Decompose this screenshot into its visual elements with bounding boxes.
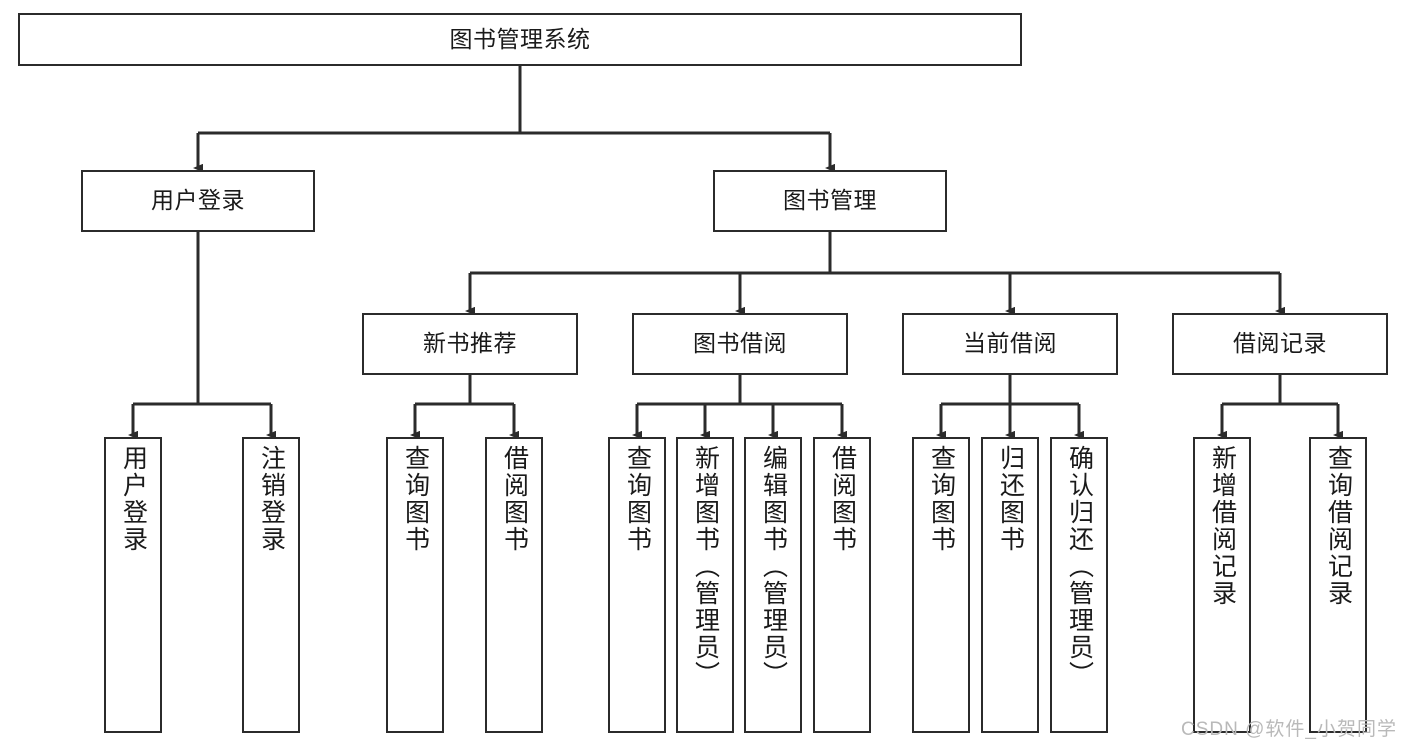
node-leaf-confirm-return-label: 确认归还（管理员） (1065, 445, 1094, 688)
node-leaf-add-record[interactable]: 新增借阅记录 (1193, 437, 1251, 733)
node-leaf-return-book[interactable]: 归还图书 (981, 437, 1039, 733)
watermark-text: CSDN @软件_小贺同学 (1181, 719, 1397, 740)
node-leaf-query-book-2-label: 查询图书 (623, 445, 652, 553)
node-leaf-user-login-label: 用户登录 (119, 445, 148, 553)
node-root[interactable]: 图书管理系统 (18, 13, 1022, 66)
node-leaf-user-login[interactable]: 用户登录 (104, 437, 162, 733)
node-user-login[interactable]: 用户登录 (81, 170, 315, 232)
node-new-book-recommend[interactable]: 新书推荐 (362, 313, 578, 375)
node-leaf-add-record-label: 新增借阅记录 (1208, 445, 1237, 607)
node-leaf-query-book-3-label: 查询图书 (927, 445, 956, 553)
node-leaf-query-book-3[interactable]: 查询图书 (912, 437, 970, 733)
node-leaf-query-book-1-label: 查询图书 (401, 445, 430, 553)
node-borrow-record-label: 借阅记录 (1233, 330, 1327, 357)
node-current-borrow-label: 当前借阅 (963, 330, 1057, 357)
node-leaf-logout-login-label: 注销登录 (257, 445, 286, 553)
node-leaf-add-book[interactable]: 新增图书（管理员） (676, 437, 734, 733)
node-leaf-confirm-return[interactable]: 确认归还（管理员） (1050, 437, 1108, 733)
node-leaf-borrow-book-1-label: 借阅图书 (500, 445, 529, 553)
node-user-login-label: 用户登录 (151, 187, 245, 214)
node-leaf-add-book-label: 新增图书（管理员） (691, 445, 720, 688)
node-book-manage-label: 图书管理 (783, 187, 877, 214)
node-root-label: 图书管理系统 (449, 25, 591, 52)
node-book-manage[interactable]: 图书管理 (713, 170, 947, 232)
node-leaf-return-book-label: 归还图书 (996, 445, 1025, 553)
node-current-borrow[interactable]: 当前借阅 (902, 313, 1118, 375)
node-borrow-record[interactable]: 借阅记录 (1172, 313, 1388, 375)
node-leaf-query-record-label: 查询借阅记录 (1324, 445, 1353, 607)
node-leaf-edit-book[interactable]: 编辑图书（管理员） (744, 437, 802, 733)
node-leaf-edit-book-label: 编辑图书（管理员） (759, 445, 788, 688)
node-leaf-logout-login[interactable]: 注销登录 (242, 437, 300, 733)
node-book-borrow-label: 图书借阅 (693, 330, 787, 357)
node-leaf-borrow-book-1[interactable]: 借阅图书 (485, 437, 543, 733)
node-leaf-query-record[interactable]: 查询借阅记录 (1309, 437, 1367, 733)
node-leaf-borrow-book-2[interactable]: 借阅图书 (813, 437, 871, 733)
node-new-book-recommend-label: 新书推荐 (423, 330, 517, 357)
node-book-borrow[interactable]: 图书借阅 (632, 313, 848, 375)
node-leaf-borrow-book-2-label: 借阅图书 (828, 445, 857, 553)
node-leaf-query-book-2[interactable]: 查询图书 (608, 437, 666, 733)
node-leaf-query-book-1[interactable]: 查询图书 (386, 437, 444, 733)
